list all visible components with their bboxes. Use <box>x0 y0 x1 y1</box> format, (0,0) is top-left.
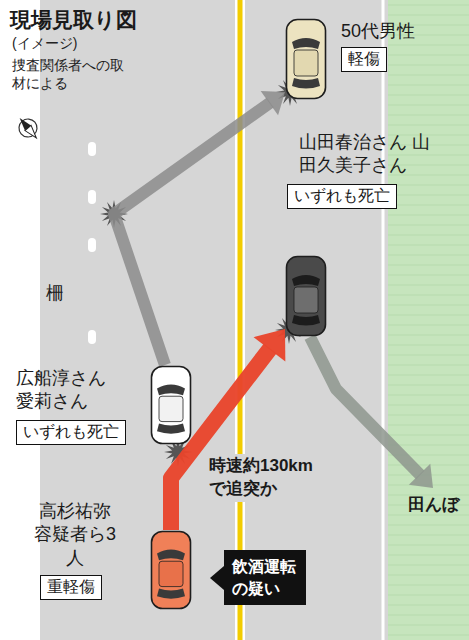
car-body <box>152 366 191 443</box>
car-body <box>152 531 191 608</box>
status-label: 重軽傷 <box>40 575 102 600</box>
callout-pointer <box>210 566 224 590</box>
car-rear-window <box>292 315 320 326</box>
center-line <box>238 0 243 640</box>
source-note: 捜査関係者への取材による <box>12 56 124 92</box>
field-region: 田んぼ <box>402 490 464 520</box>
edge-label: 時速約130kmで追突か <box>206 454 324 502</box>
car-windshield <box>292 275 320 286</box>
car-icon <box>150 530 192 610</box>
car-icon <box>285 255 327 337</box>
fence-label: 柵 <box>46 282 64 305</box>
center-line-border <box>235 0 245 640</box>
car-body <box>287 257 326 336</box>
car-group: 50代男性軽傷 <box>285 18 327 100</box>
car-roof <box>159 396 183 421</box>
connector-arrow <box>310 337 420 475</box>
status-box: いずれも死亡 <box>287 184 397 209</box>
status-box: いずれも死亡 <box>16 420 126 445</box>
car-group: 山田春治さん 山田久美子さんいずれも死亡 <box>285 255 327 337</box>
status-box: 重軽傷 <box>40 575 102 600</box>
car-windshield <box>292 38 320 49</box>
car-body <box>287 20 326 99</box>
lane-edge <box>382 0 385 640</box>
node-heading: 山田春治さん 山田久美子さん <box>299 131 437 178</box>
connector-arrow <box>114 103 270 365</box>
callout-text: 飲酒運転の疑い <box>224 550 306 605</box>
diagram-title: 現場見取り図 <box>10 6 137 33</box>
status-box: 軽傷 <box>341 47 387 72</box>
collision-marks <box>100 78 304 466</box>
car-roof <box>159 561 183 586</box>
status-label: 軽傷 <box>341 47 387 72</box>
car-group: 高杉祐弥容疑者ら3人重軽傷 <box>150 530 192 610</box>
fence-posts <box>88 142 96 344</box>
rice-field <box>388 0 469 640</box>
car-icon <box>285 18 327 100</box>
car-windshield <box>157 385 185 396</box>
car-roof <box>294 50 318 76</box>
car-roof <box>294 287 318 313</box>
note-text: (イメージ) <box>12 34 172 52</box>
status-label: いずれも死亡 <box>287 184 397 209</box>
car-group: 広船淳さん 愛莉さんいずれも死亡 <box>150 365 192 445</box>
node-heading: 50代男性 <box>341 20 415 43</box>
car-windshield <box>157 550 185 561</box>
car-icon <box>150 365 192 445</box>
car-rear-window <box>157 424 185 434</box>
car-rear-window <box>292 78 320 89</box>
node-heading: 高杉祐弥容疑者ら3人 <box>34 500 116 570</box>
status-label: いずれも死亡 <box>16 420 126 445</box>
node-heading: 田んぼ <box>402 490 464 520</box>
node-heading: 広船淳さん 愛莉さん <box>16 367 124 414</box>
north-arrow <box>13 112 44 143</box>
car-rear-window <box>157 589 185 599</box>
